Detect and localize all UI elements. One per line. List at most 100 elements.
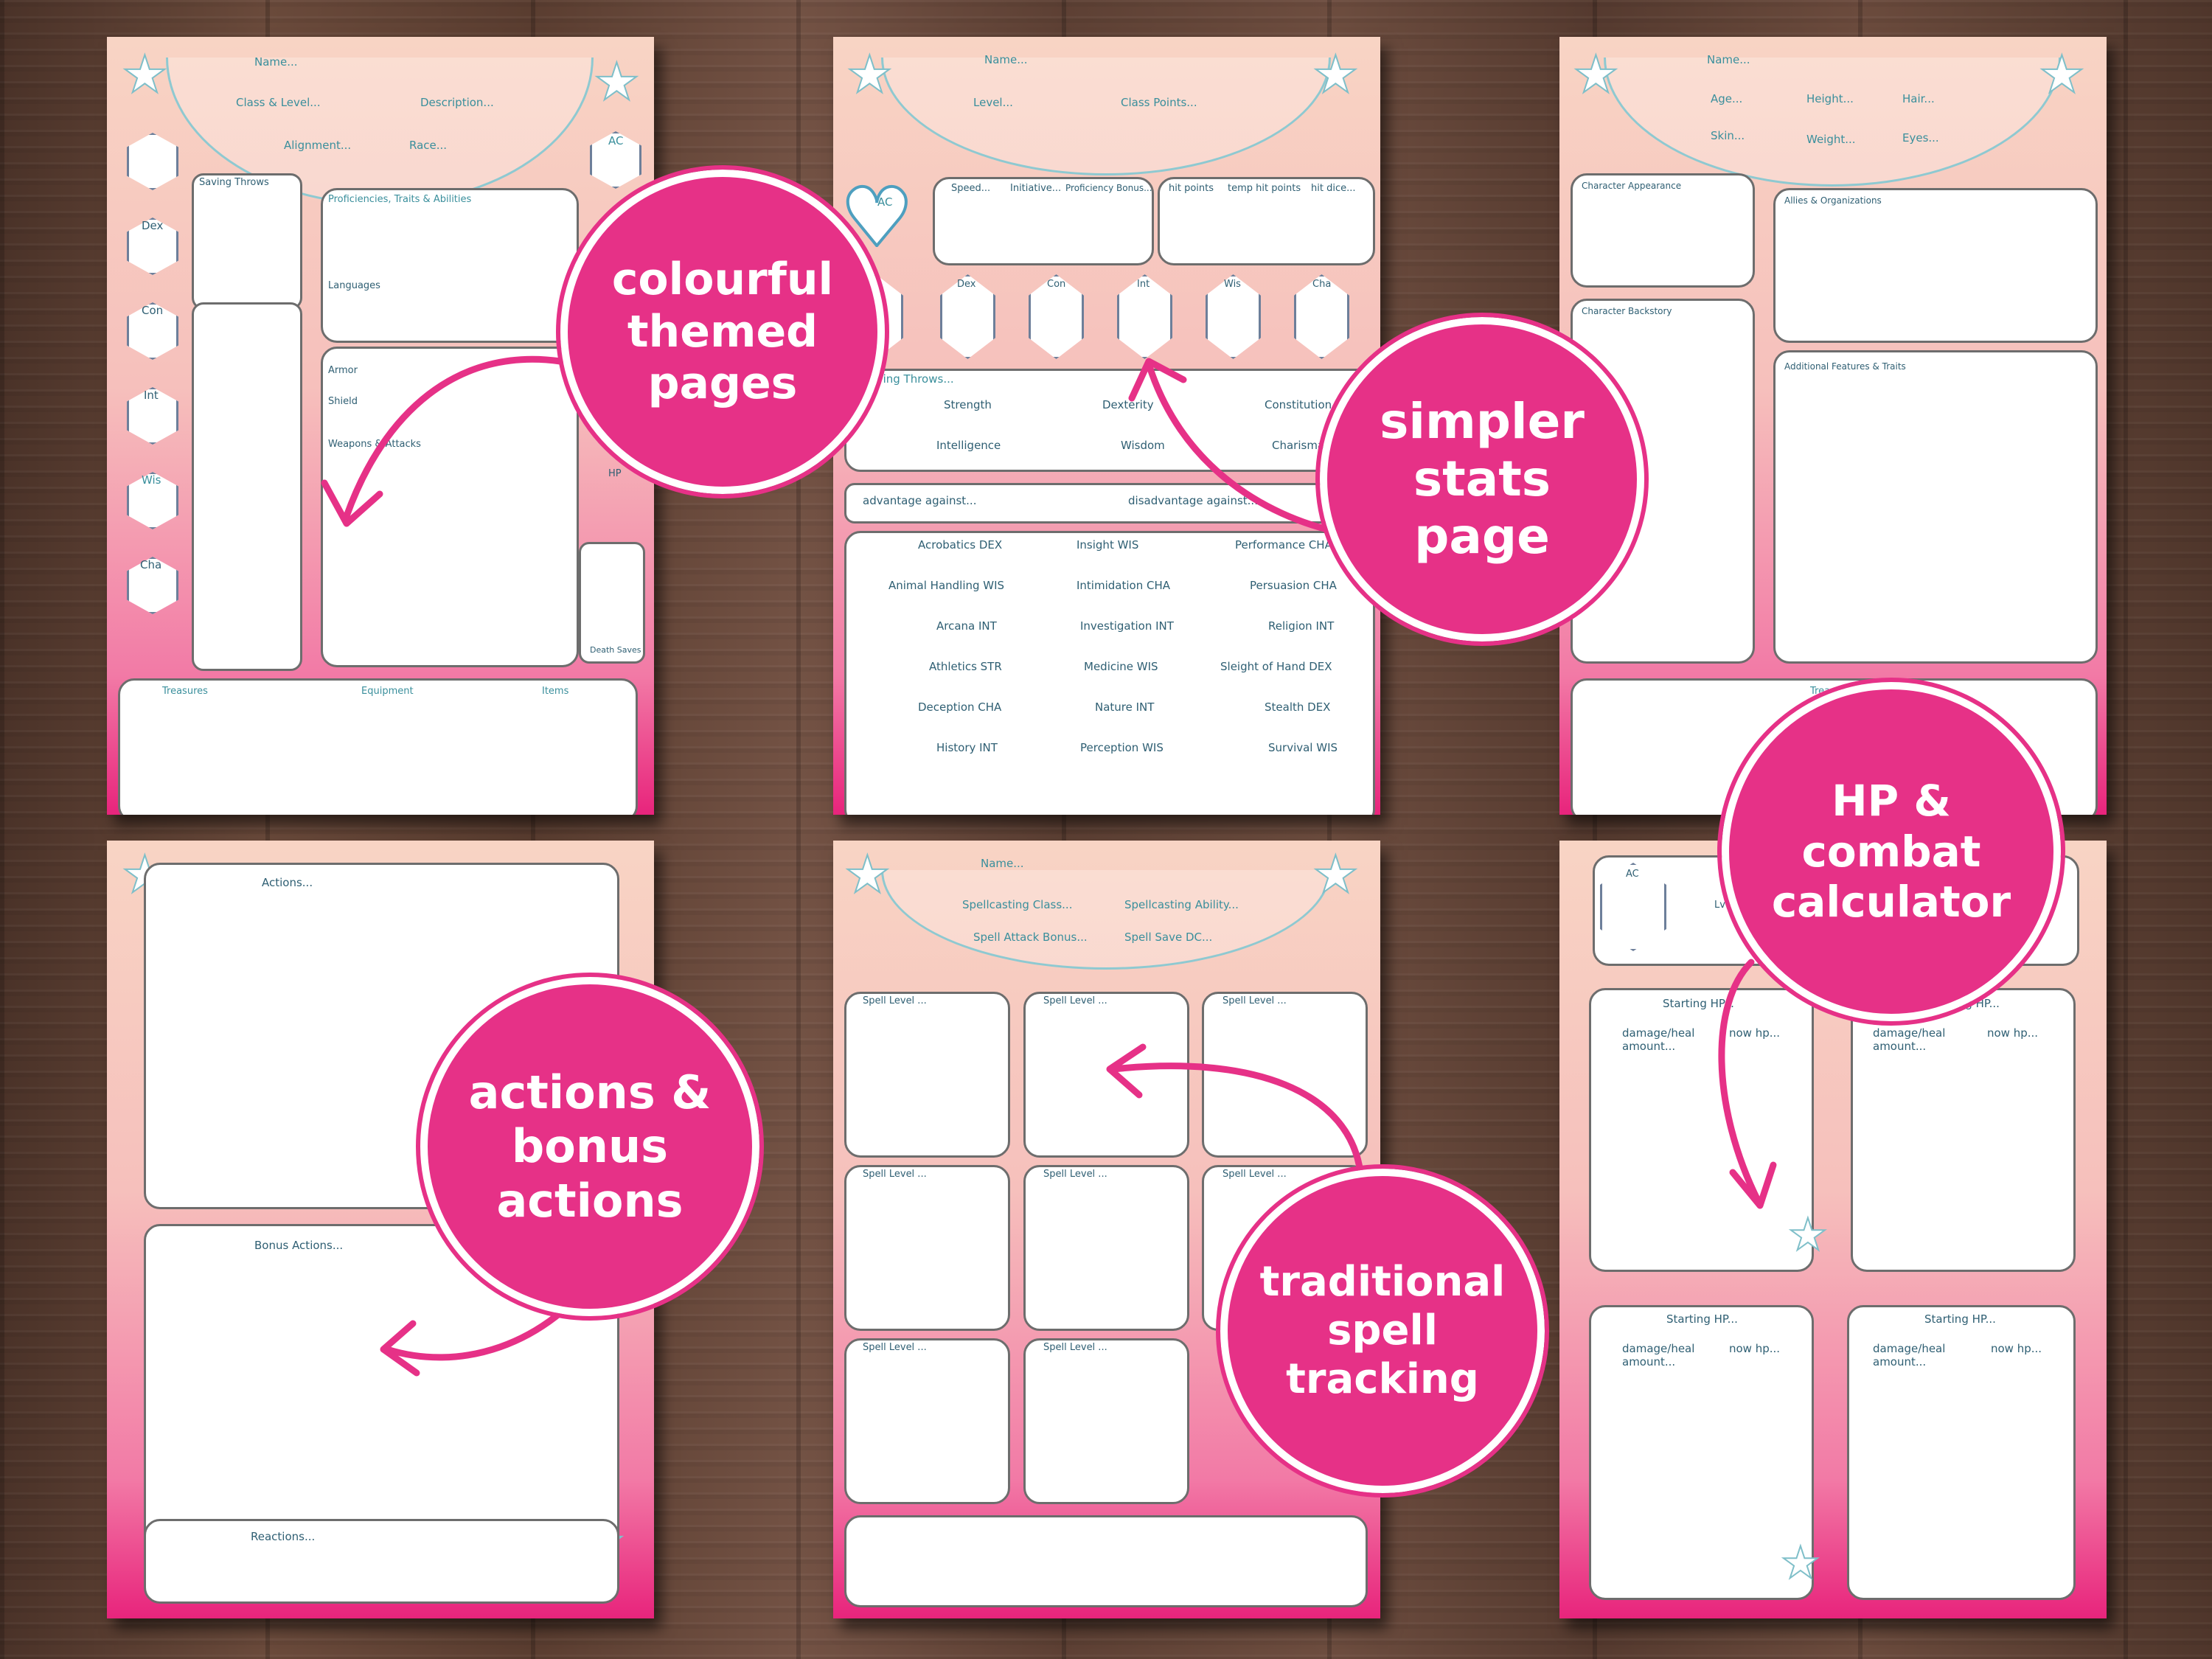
spell-level-box[interactable] bbox=[844, 992, 1010, 1158]
speed-initiative-box[interactable] bbox=[933, 177, 1154, 265]
spell-notes-box[interactable] bbox=[844, 1515, 1368, 1607]
arrow-hp bbox=[1718, 959, 1762, 1206]
alignment-label: Alignment... bbox=[284, 139, 352, 152]
spell-level-label: Spell Level ... bbox=[1043, 1342, 1107, 1353]
starting-hp-label: Starting HP... bbox=[1924, 1312, 1996, 1326]
class-level-label: Class & Level... bbox=[236, 96, 321, 109]
hp-label: HP bbox=[608, 468, 622, 479]
spell-level-box[interactable] bbox=[1023, 992, 1189, 1158]
saving-throws-title: Saving Throws bbox=[199, 177, 269, 188]
callout-line: combat bbox=[1801, 826, 1981, 877]
callout-themed-pages: colourful themed pages bbox=[556, 165, 889, 498]
allies-box[interactable] bbox=[1773, 188, 2098, 343]
name-label: Name... bbox=[981, 857, 1024, 870]
stat-label: Dex bbox=[142, 219, 164, 232]
callout-line: pages bbox=[647, 358, 798, 410]
arrow-stats bbox=[1147, 365, 1353, 538]
skill-label: Nature INT bbox=[1095, 700, 1155, 714]
stat-hexagon bbox=[127, 387, 178, 445]
skills-box[interactable] bbox=[844, 531, 1375, 815]
star-icon: ★ bbox=[1572, 44, 1620, 105]
disadvantage-label: disadvantage against... bbox=[1128, 494, 1258, 507]
star-icon: ★ bbox=[1312, 844, 1360, 905]
spell-dc-label: Spell Save DC... bbox=[1124, 931, 1213, 944]
hit-points-label: hit points bbox=[1169, 183, 1214, 194]
initiative-label: Initiative... bbox=[1010, 183, 1062, 194]
damage-heal-label: damage/heal amount... bbox=[1622, 1342, 1695, 1368]
spell-ability-label: Spellcasting Ability... bbox=[1124, 898, 1239, 911]
callout-line: tracking bbox=[1286, 1355, 1479, 1404]
hp-calc-box[interactable] bbox=[1589, 988, 1814, 1272]
backstory-label: Character Backstory bbox=[1582, 306, 1672, 316]
name-label: Name... bbox=[1707, 53, 1750, 66]
ac-label: AC bbox=[1626, 869, 1639, 880]
spell-level-box[interactable] bbox=[844, 1165, 1010, 1331]
weapons-box[interactable] bbox=[321, 347, 579, 667]
spell-level-box[interactable] bbox=[844, 1338, 1010, 1504]
callout-line: stats bbox=[1413, 451, 1551, 508]
items-label: Items bbox=[542, 686, 569, 697]
hit-dice-label: hit dice... bbox=[1311, 183, 1356, 194]
ac-label: AC bbox=[877, 195, 893, 209]
damage-heal-label: damage/heal amount... bbox=[1873, 1342, 1946, 1368]
stat-label: Int bbox=[144, 389, 159, 402]
stat-label: Cha bbox=[140, 558, 162, 571]
age-label: Age... bbox=[1711, 92, 1743, 105]
skill-label: Intimidation CHA bbox=[1077, 579, 1170, 592]
appearance-box[interactable] bbox=[1571, 173, 1755, 288]
features-box[interactable] bbox=[1773, 350, 2098, 664]
star-icon: ★ bbox=[593, 51, 641, 113]
spell-attack-label: Spell Attack Bonus... bbox=[973, 931, 1088, 944]
race-label: Race... bbox=[409, 139, 448, 152]
moon-phases-icon: ☽☽●●●☾☾ bbox=[999, 1567, 1234, 1601]
spell-level-label: Spell Level ... bbox=[863, 1169, 927, 1180]
hp-calc-box[interactable] bbox=[1589, 1305, 1814, 1600]
spell-level-box[interactable] bbox=[1023, 1338, 1189, 1504]
treasures-label: Treasures bbox=[162, 686, 208, 697]
skill-label: Athletics STR bbox=[929, 660, 1002, 673]
skill-label: Medicine WIS bbox=[1084, 660, 1158, 673]
spell-level-label: Spell Level ... bbox=[863, 995, 927, 1006]
callout-stats-page: simpler stats page bbox=[1315, 313, 1649, 646]
stat-label: Int bbox=[1137, 279, 1150, 290]
star-icon: ★ bbox=[1787, 1208, 1829, 1262]
now-hp-label: now hp... bbox=[1729, 1026, 1781, 1040]
spell-level-label: Spell Level ... bbox=[1222, 995, 1287, 1006]
callout-actions: actions & bonus actions bbox=[416, 973, 764, 1321]
stat-label: Dex bbox=[957, 279, 976, 290]
hp-calc-box[interactable] bbox=[1847, 1305, 2076, 1600]
spell-level-box[interactable] bbox=[1202, 992, 1368, 1158]
spell-class-label: Spellcasting Class... bbox=[962, 898, 1073, 911]
callout-line: actions bbox=[496, 1173, 684, 1228]
stat-label: Con bbox=[1047, 279, 1066, 290]
star-icon: ★ bbox=[1312, 44, 1360, 105]
languages-label: Languages bbox=[328, 280, 380, 291]
treasures-box[interactable] bbox=[118, 678, 638, 815]
skill-label: Persuasion CHA bbox=[1250, 579, 1337, 592]
reactions-box[interactable] bbox=[144, 1519, 619, 1604]
moon-phases-icon: ☽●●●●●☾☾ bbox=[273, 774, 540, 808]
arrow-themed-head bbox=[321, 479, 383, 527]
callout-hp-calculator: HP & combat calculator bbox=[1717, 678, 2065, 1026]
shield-label: Shield bbox=[328, 396, 358, 407]
callout-line: bonus bbox=[511, 1119, 669, 1174]
spell-level-box[interactable] bbox=[1023, 1165, 1189, 1331]
allies-label: Allies & Organizations bbox=[1784, 195, 1882, 206]
weapons-label: Weapons & Attacks bbox=[328, 439, 421, 450]
skill-label: Arcana INT bbox=[936, 619, 997, 633]
star-icon: ★ bbox=[1780, 1537, 1821, 1590]
skill-label: Animal Handling WIS bbox=[888, 579, 1005, 592]
skills-box bbox=[192, 302, 302, 671]
appearance-label: Character Appearance bbox=[1582, 181, 1682, 191]
moon-phases-icon: ☽☽●●●☾☾ bbox=[988, 763, 1223, 797]
bonus-actions-label: Bonus Actions... bbox=[254, 1239, 344, 1252]
death-saves-box bbox=[579, 542, 645, 664]
proficiencies-box[interactable] bbox=[321, 188, 579, 343]
hit-points-box[interactable] bbox=[1158, 177, 1375, 265]
starting-hp-label: Starting HP... bbox=[1666, 1312, 1738, 1326]
proficiencies-label: Proficiencies, Traits & Abilities bbox=[328, 194, 472, 205]
callout-line: simpler bbox=[1380, 393, 1585, 451]
saving-throws-box[interactable] bbox=[844, 369, 1375, 472]
callout-line: traditional bbox=[1259, 1257, 1506, 1306]
